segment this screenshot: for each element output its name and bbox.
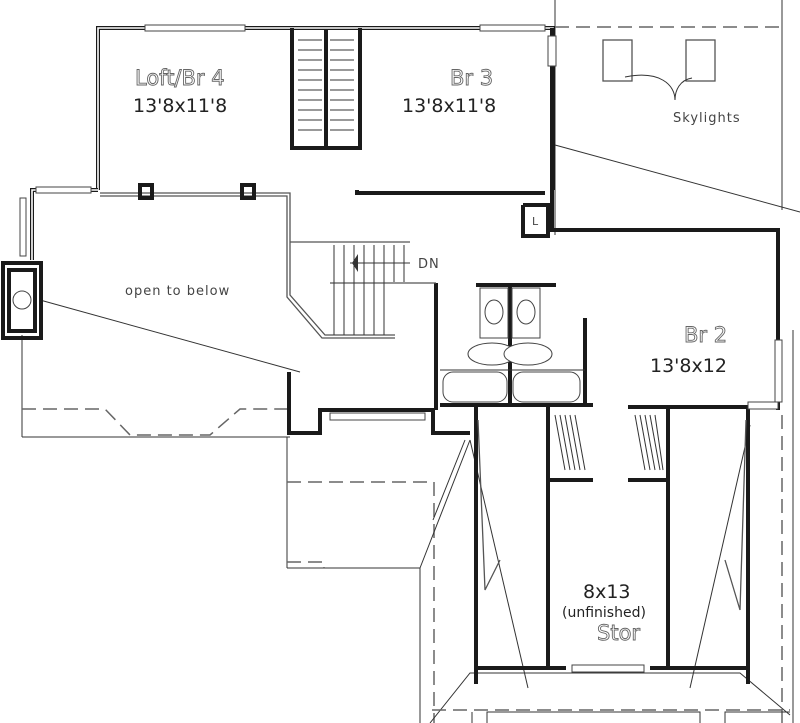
room-label-loft: Loft/Br 4: [135, 66, 225, 90]
windows: [19, 24, 783, 673]
columns: [138, 183, 256, 200]
stairs: [290, 241, 436, 335]
roof-outline: [21, 0, 800, 723]
stairs-down-label: DN: [418, 257, 440, 272]
room-label-br3: Br 3: [450, 66, 493, 90]
linen-closet-label: L: [532, 215, 539, 228]
bath-fixtures: [12, 287, 585, 403]
room-label-stor: Stor: [597, 621, 640, 645]
room-dim-stor: 8x13: [583, 581, 631, 603]
skylights: [602, 39, 716, 101]
walls: [1, 26, 780, 684]
closet-shelves: [298, 39, 664, 471]
skylights-label: Skylights: [673, 111, 741, 126]
room-dim-br3: 13'8x11'8: [402, 95, 496, 117]
down-arrow-icon: [352, 254, 358, 272]
room-note-stor: (unfinished): [562, 605, 646, 621]
room-label-br2: Br 2: [684, 323, 727, 347]
open-to-below-label: open to below: [125, 284, 230, 299]
room-dim-br2: 13'8x12: [650, 355, 727, 377]
door-swings: [477, 419, 747, 611]
room-dim-loft: 13'8x11'8: [133, 95, 227, 117]
